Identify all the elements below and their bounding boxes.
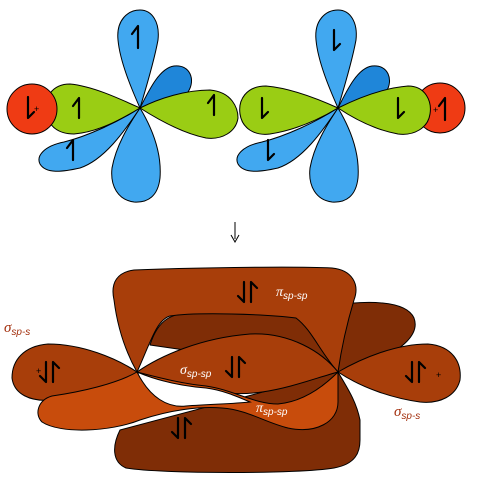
spin-up-arrow <box>206 93 216 117</box>
label-sigma-sp-s-left: σsp-s <box>4 320 30 338</box>
left-s-orbital <box>6 83 58 135</box>
label-sigma-sp-s-right: σsp-s <box>394 404 420 422</box>
label-pi-sp-sp-bottom: πsp-sp <box>256 401 288 418</box>
charge-plus: + <box>433 105 438 115</box>
spin-up-arrow <box>130 24 140 50</box>
left-fragment: + <box>6 9 239 203</box>
label-pi-sp-sp-top: πsp-sp <box>276 285 308 302</box>
right-sp-left-lobe <box>239 85 339 135</box>
sigma-right-lobe <box>337 343 461 403</box>
spin-up-arrow <box>65 138 75 162</box>
pi-top-lobe <box>112 266 357 373</box>
left-down-lobe <box>111 107 161 203</box>
spin-up-arrow <box>71 96 81 120</box>
spin-down-arrow <box>396 96 406 120</box>
electron-pair <box>170 416 193 440</box>
label-sigma-sp-sp: σsp-sp <box>180 363 212 380</box>
charge-plus: + <box>436 370 441 380</box>
charge-plus: + <box>34 104 39 114</box>
right-fragment: + <box>236 9 466 203</box>
electron-pair <box>38 360 61 384</box>
left-up-lobe <box>117 9 159 109</box>
down-arrow <box>230 222 240 244</box>
charge-plus: + <box>36 366 41 376</box>
pi-bottom-back-lobe <box>114 371 361 473</box>
spin-down-arrow <box>260 96 270 120</box>
electron-pair <box>404 360 427 384</box>
left-lower-left-lobe <box>38 107 141 172</box>
electron-pair <box>236 280 259 304</box>
electron-pair <box>224 355 247 379</box>
right-lower-left-lobe <box>236 107 339 172</box>
spin-down-arrow <box>266 138 276 162</box>
spin-down-arrow <box>332 28 342 52</box>
molecule: + + σsp-s σsp-s σsp-sp πsp-sp πsp-sp <box>4 266 461 473</box>
pi-cavity <box>135 371 252 407</box>
right-down-lobe <box>309 107 359 203</box>
right-sp-right-lobe <box>337 85 431 135</box>
spin-up-arrow <box>437 96 447 122</box>
spin-down-arrow <box>26 95 36 120</box>
right-up-lobe <box>315 9 357 109</box>
